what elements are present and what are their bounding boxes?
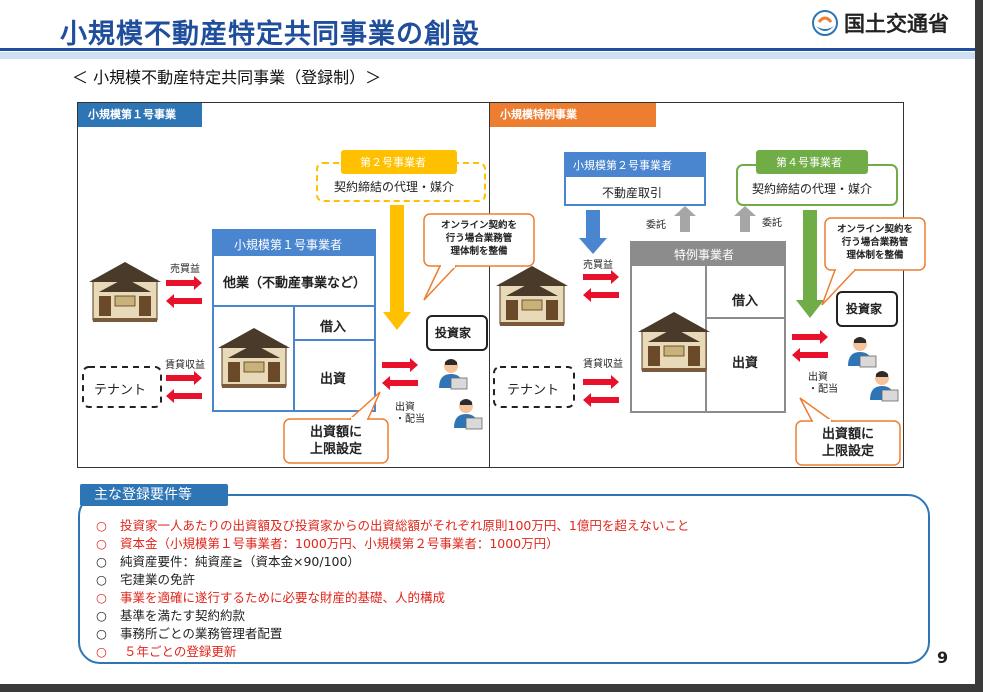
tenant-label: テナント (94, 383, 147, 398)
rental-income-label: 賃貸収益 (583, 359, 623, 370)
online-note-text: オンライン契約を 行う場合業務管 理体制を整備 (440, 220, 517, 257)
agent2-label: 第２号事業者 (360, 156, 426, 169)
diagram-panel (77, 102, 904, 468)
consign-label: 委託 (646, 220, 666, 231)
operator1-label: 小規模第１号事業者 (234, 238, 343, 252)
requirement-item: ○事業を適確に遂行するために必要な財産的基礎、人的構成 (96, 590, 446, 605)
viewer-edge (975, 0, 983, 692)
operator1-borrowing: 借入 (320, 320, 347, 335)
operator1-investment: 出資 (320, 372, 347, 387)
special-borrowing: 借入 (732, 294, 759, 309)
left-panel-heading: 小規模第１号事業 (78, 103, 202, 127)
requirement-item: ○純資産要件：純資産≧（資本金×90/100） (96, 554, 360, 569)
operator1-other-business: 他業（不動産事業など） (223, 276, 367, 291)
cap-note-callout (283, 418, 389, 464)
investor-box (426, 315, 488, 351)
special-investment: 出資 (732, 356, 759, 371)
property-house-icon (88, 261, 162, 323)
investor-flow-arrows (792, 330, 828, 362)
investor-person-icon (847, 336, 877, 368)
tenant-box (82, 366, 162, 408)
invest-dividend-label: 出資 ・配当 (808, 372, 838, 395)
online-note-text: オンライン契約を 行う場合業務管 理体制を整備 (836, 224, 913, 261)
title-underline (0, 48, 975, 51)
requirement-item: ○宅建業の免許 (96, 572, 196, 587)
sale-profit-label: 売買益 (170, 264, 200, 275)
operator4-role: 契約締結の代理・媒介 (752, 182, 873, 196)
investor-person-icon (438, 358, 468, 390)
online-note-callout (423, 213, 535, 267)
rental-income-label: 賃貸収益 (165, 360, 205, 371)
requirements-title: 主な登録要件等 (80, 484, 228, 506)
investor-label: 投資家 (846, 302, 883, 316)
sale-profit-label: 売買益 (583, 260, 613, 271)
tenant-box (493, 366, 575, 408)
ministry-name: 国土交通省 (844, 12, 949, 36)
page-number: 9 (937, 648, 949, 667)
mlit-emblem-icon (812, 10, 838, 36)
subtitle: ＜ 小規模不動産特定共同事業（登録制）＞ (72, 68, 382, 87)
page-title: 小規模不動産特定共同事業の創設 (60, 19, 480, 50)
right-panel-heading: 小規模特例事業 (490, 103, 656, 127)
invest-dividend-label: 出資 ・配当 (395, 402, 425, 425)
rental-income-arrows (583, 375, 619, 407)
agent2-arrow (390, 205, 404, 317)
investor-person-icon (869, 370, 899, 402)
small-operator2-role: 不動産取引 (602, 186, 663, 200)
cap-note-text: 出資額に 上限設定 (309, 425, 362, 457)
operator1-header (213, 230, 375, 256)
agent2-role: 契約締結の代理・媒介 (334, 180, 455, 194)
investor-label: 投資家 (435, 326, 472, 340)
panel-divider (489, 102, 490, 468)
investor-box (836, 291, 898, 327)
sale-profit-arrows (166, 276, 202, 308)
ministry-logo: 国土交通省 (812, 8, 949, 38)
online-note-callout (824, 217, 926, 271)
consign-arrow (680, 214, 690, 232)
cap-note-callout (795, 420, 901, 466)
consign-arrow (740, 214, 750, 232)
requirement-item: ○事務所ごとの業務管理者配置 (96, 626, 283, 641)
requirement-item: ○資本金（小規模第１号事業者：1000万円、小規模第２号事業者：1000万円） (96, 536, 559, 551)
requirements-box (78, 494, 930, 664)
requirement-item: ○ ５年ごとの登録更新 (96, 644, 237, 659)
investor-flow-arrows (382, 358, 418, 390)
operator4-arrow (803, 210, 817, 306)
tenant-label: テナント (507, 383, 560, 398)
title-band (0, 52, 975, 59)
agent2-label-box (341, 150, 457, 174)
consign-label: 委託 (762, 218, 782, 229)
viewer-edge (0, 684, 983, 692)
requirement-item: ○投資家一人あたりの出資額及び投資家からの出資総額がそれぞれ原則100万円、1億… (96, 518, 690, 533)
sale-profit-arrows (583, 270, 619, 302)
rental-income-arrows (166, 371, 202, 403)
small-operator2-label: 小規模第２号事業者 (573, 159, 672, 172)
cap-note-text: 出資額に 上限設定 (821, 427, 874, 459)
requirement-item: ○基準を満たす契約約款 (96, 608, 246, 623)
operator4-label: 第４号事業者 (776, 156, 842, 169)
investor-person-icon (453, 398, 483, 430)
operator2-arrow (586, 210, 600, 242)
property-house-icon (495, 265, 569, 327)
special-operator-label: 特例事業者 (674, 248, 735, 262)
